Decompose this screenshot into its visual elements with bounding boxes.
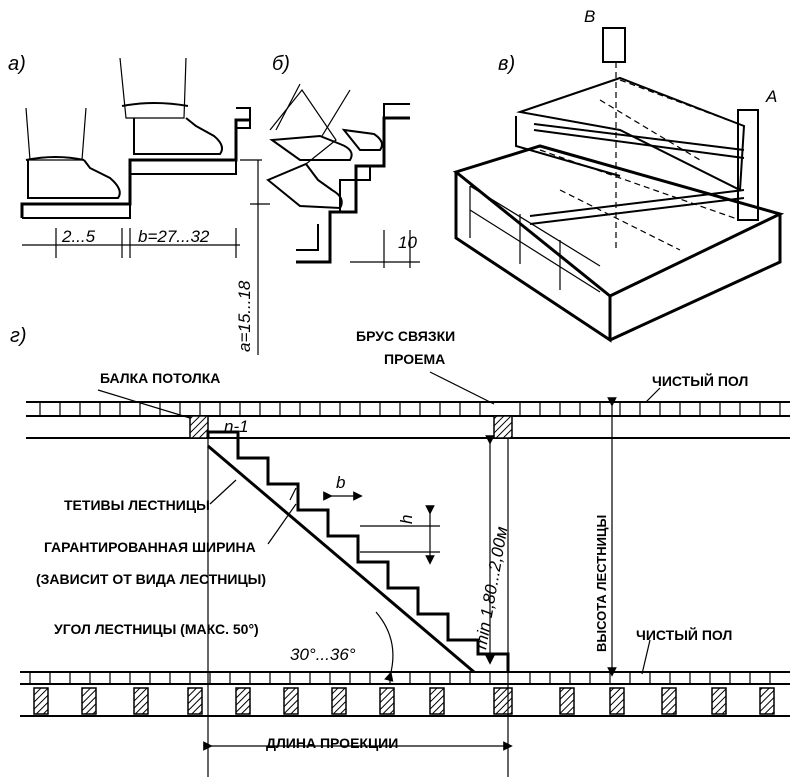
dim-10-label: 10: [398, 233, 417, 252]
min-clearance-label: min 1,80...2,00м: [471, 525, 511, 651]
angle-range-label: 30°...36°: [290, 645, 356, 664]
shoe-upper-icon: [119, 57, 223, 155]
panel-b-label: б): [272, 53, 290, 75]
panel-a: а) 2...5 b=27...32 a=15...18: [8, 53, 270, 355]
shoe-mid-icon: [266, 88, 343, 210]
lower-floor: [20, 671, 790, 717]
tie-beam-label-2: ПРОЕМА: [384, 351, 445, 367]
panel-a-label: а): [8, 53, 26, 75]
guaranteed-width-label: ГАРАНТИРОВАННАЯ ШИРИНА: [44, 539, 256, 555]
panel-g-label: г): [10, 325, 27, 347]
stringers-label: ТЕТИВЫ ЛЕСТНИЦЫ: [64, 497, 210, 513]
floor-bottom-label: ЧИСТЫЙ ПОЛ: [636, 626, 732, 643]
shoe-highest-icon: [341, 128, 383, 151]
point-a-label: А: [765, 87, 777, 106]
panel-v: в) В А: [452, 7, 785, 343]
dim-gap-label: 2...5: [61, 227, 96, 246]
shoe-top-icon: [269, 83, 353, 161]
step-h-label: h: [397, 515, 416, 524]
dim-b-label: b=27...32: [138, 227, 210, 246]
tie-beam-label-1: БРУС СВЯЗКИ: [356, 328, 455, 344]
stair-angle-label: УГОЛ ЛЕСТНИЦЫ (МАКС. 50°): [54, 621, 259, 637]
point-b-label: В: [584, 7, 595, 26]
projection-length-label: ДЛИНА ПРОЕКЦИИ: [266, 735, 398, 751]
panel-v-label: в): [498, 53, 515, 75]
shoe-lower-icon: [25, 107, 121, 199]
staircase-steps: [206, 430, 510, 777]
panel-b: б) 10: [266, 53, 420, 268]
step-b-label: b: [336, 473, 345, 492]
ceiling-beam-right: [493, 415, 513, 439]
stringer-line: [207, 444, 475, 674]
floor-top-label: ЧИСТЫЙ ПОЛ: [652, 372, 748, 389]
panel-g: г): [10, 325, 790, 777]
ceiling-beam-label: БАЛКА ПОТОЛКА: [100, 370, 220, 386]
dim-a-label: a=15...18: [235, 280, 254, 352]
step-count-label: n-1: [224, 417, 249, 436]
ceiling-beam-left: [189, 415, 209, 439]
stair-height-label: ВЫСОТА ЛЕСТНИЦЫ: [594, 515, 609, 652]
ceiling-floor: [26, 401, 790, 439]
width-note-label: (ЗАВИСИТ ОТ ВИДА ЛЕСТНИЦЫ): [36, 571, 266, 587]
